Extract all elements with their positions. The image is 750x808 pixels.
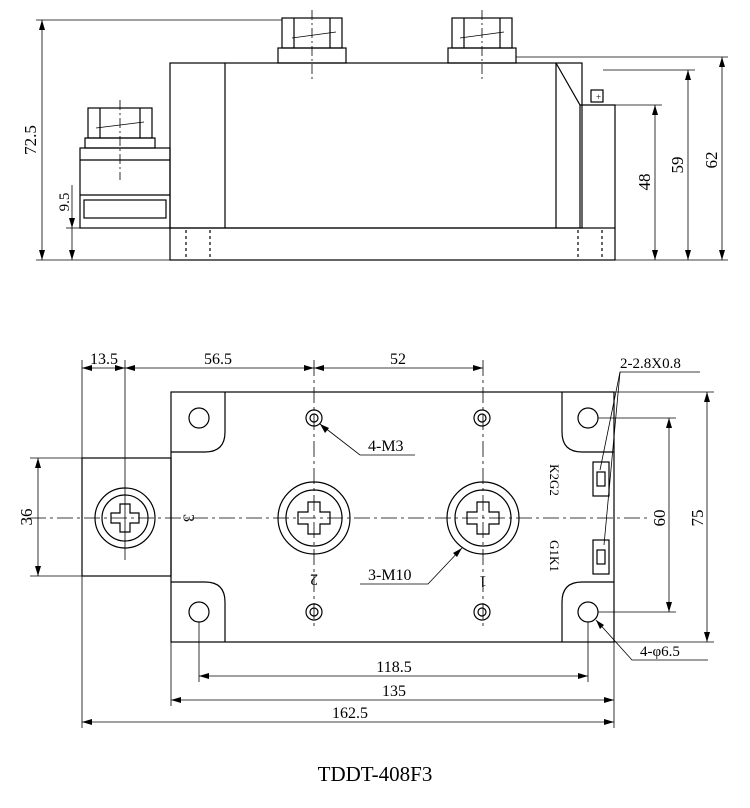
dim-terminal-pitch-2: 52	[390, 351, 406, 368]
side-view: + 72.	[21, 10, 728, 261]
dim-total-height: 62	[702, 152, 721, 169]
dim-body-height-top: 75	[688, 510, 707, 527]
dim-pin-height: 59	[668, 157, 687, 174]
terminal-3-label: 3	[179, 514, 196, 522]
dim-body-height: 48	[635, 174, 654, 191]
callout-pin-tabs: 2-2.8X0.8	[620, 356, 681, 372]
mount-hole-bl	[188, 601, 210, 623]
callout-screws: 3-M10	[368, 567, 412, 584]
mount-hole-tr	[577, 407, 599, 429]
mount-hole-br	[577, 601, 599, 623]
gate-pin-upper	[592, 461, 610, 497]
dim-overall-width: 162.5	[332, 705, 368, 722]
dim-hole-pitch-v: 60	[650, 510, 669, 527]
dim-overall-height: 72.5	[21, 125, 40, 155]
callout-small-holes: 4-M3	[368, 438, 404, 455]
gate-label-lower: G1K1	[547, 540, 562, 572]
dim-terminal-pitch-1: 56.5	[204, 351, 232, 368]
dim-terminal-base: 9.5	[57, 193, 73, 212]
model-caption: TDDT-408F3	[317, 762, 433, 786]
m3-hole-4	[473, 603, 491, 621]
callout-mount-holes: 4-φ6.5	[640, 644, 680, 660]
m3-hole-2	[473, 409, 491, 427]
dim-hole-pitch-h: 118.5	[376, 659, 411, 676]
svg-text:+: +	[596, 92, 601, 102]
top-body	[170, 391, 615, 643]
gate-label-upper: K2G2	[547, 464, 562, 496]
mount-hole-tl	[188, 407, 210, 429]
side-body	[169, 62, 583, 229]
dim-offset-left: 13.5	[90, 351, 118, 368]
terminal-1-label: 1	[479, 572, 487, 589]
top-terminal3-block	[81, 457, 172, 577]
top-view: 3 2 1 K2G2 G1K1 13.5 56.5 52 36 60	[17, 351, 714, 728]
side-base	[169, 227, 616, 261]
terminal-2-label: 2	[310, 570, 318, 587]
gate-pin-lower	[592, 539, 610, 575]
dim-body-width: 135	[382, 683, 406, 700]
dim-terminal3-width: 36	[17, 509, 36, 526]
